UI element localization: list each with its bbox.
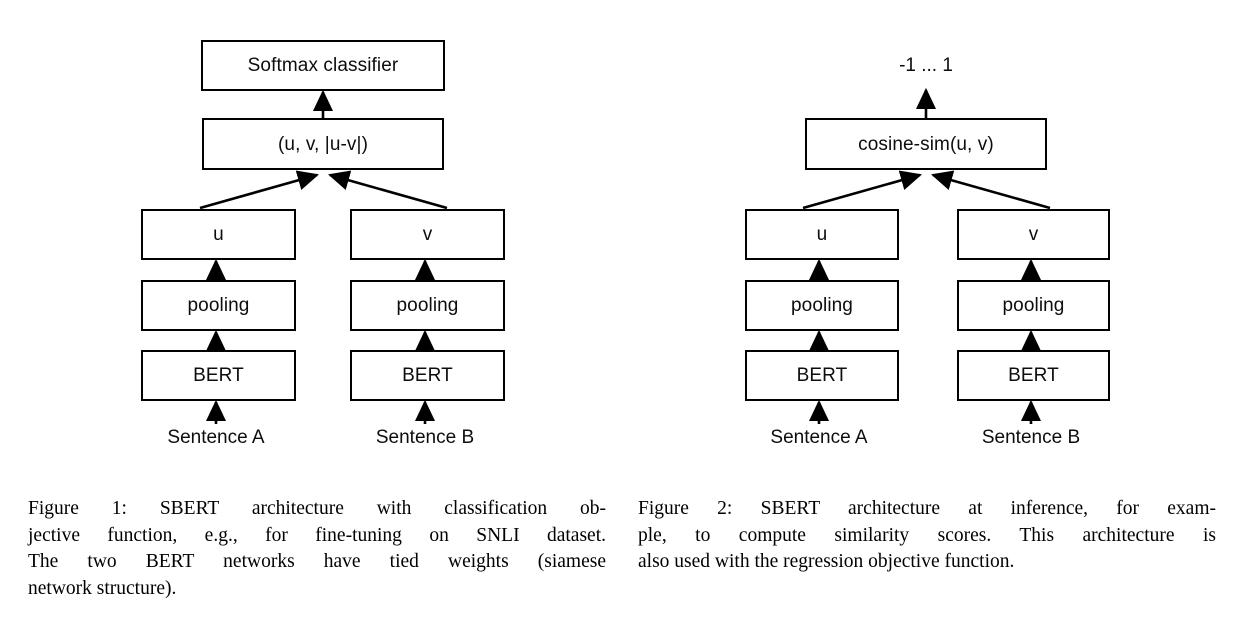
softmax-classifier-box: Softmax classifier	[201, 40, 445, 91]
cosine-sim-label: cosine-sim(u, v)	[858, 133, 994, 155]
pooling-left-box: pooling	[141, 280, 296, 331]
bert-right-label: BERT	[402, 365, 453, 386]
figure-2-caption-line-1: Figure 2: SBERT architecture at inferenc…	[638, 498, 1216, 519]
figure-1-caption: Figure 1: SBERT architecture with classi…	[28, 496, 606, 602]
embedding-v-box: v	[350, 209, 505, 260]
arrow-v-to-concat	[327, 170, 448, 210]
softmax-classifier-label: Softmax classifier	[247, 55, 399, 76]
pooling-left-label: pooling	[791, 295, 853, 316]
input-sentence-b-label: Sentence B	[981, 427, 1081, 448]
figure-2-panel: -1 ... 1 cosine-sim(u, v) u v pooling po…	[630, 0, 1220, 634]
bert-left-label: BERT	[796, 365, 848, 386]
pooling-right-label: pooling	[1002, 295, 1065, 316]
arrow-u-to-cosine	[802, 170, 923, 210]
embedding-v-label: v	[422, 224, 433, 245]
concat-features-box: (u, v, |u-v|)	[202, 118, 444, 170]
figure-1-caption-line-3: The two BERT networks have tied weights …	[28, 551, 606, 572]
pooling-left-label: pooling	[187, 295, 250, 316]
embedding-u-box: u	[745, 209, 899, 260]
embedding-u-box: u	[141, 209, 296, 260]
figure-2-caption-line-3: also used with the regression objective …	[638, 551, 1015, 572]
bert-right-box: BERT	[957, 350, 1110, 401]
input-sentence-a-label: Sentence A	[167, 427, 265, 448]
figure-1-caption-line-1: Figure 1: SBERT architecture with classi…	[28, 498, 606, 519]
figure-1-caption-line-4: network structure).	[28, 577, 177, 599]
pooling-right-label: pooling	[396, 295, 459, 316]
figure-1-panel: Softmax classifier (u, v, |u-v|) u v poo…	[20, 0, 610, 634]
pooling-right-box: pooling	[350, 280, 505, 331]
arrow-v-to-cosine	[930, 170, 1051, 210]
figure-1-diagram: Softmax classifier (u, v, |u-v|) u v poo…	[20, 0, 610, 480]
figure-2-caption: Figure 2: SBERT architecture at inferenc…	[638, 496, 1216, 576]
bert-left-box: BERT	[745, 350, 899, 401]
bert-left-box: BERT	[141, 350, 296, 401]
embedding-v-box: v	[957, 209, 1110, 260]
embedding-u-label: u	[816, 224, 828, 245]
cosine-sim-box: cosine-sim(u, v)	[805, 118, 1047, 170]
arrow-u-to-concat	[199, 170, 320, 210]
bert-right-box: BERT	[350, 350, 505, 401]
output-score-range-label: -1 ... 1	[899, 55, 953, 76]
figure-1-caption-line-2: jective function, e.g., for fine-tuning …	[28, 524, 606, 546]
bert-left-label: BERT	[193, 365, 244, 386]
pooling-left-box: pooling	[745, 280, 899, 331]
bert-right-label: BERT	[1008, 365, 1059, 386]
input-sentence-a-label: Sentence A	[770, 427, 868, 448]
embedding-u-label: u	[213, 224, 224, 245]
input-sentence-b-label: Sentence B	[375, 427, 475, 448]
concat-features-label: (u, v, |u-v|)	[278, 133, 368, 155]
figure-2-caption-line-2: ple, to compute similarity scores. This …	[638, 524, 1216, 546]
figure-2-diagram: -1 ... 1 cosine-sim(u, v) u v pooling po…	[630, 0, 1220, 480]
pooling-right-box: pooling	[957, 280, 1110, 331]
embedding-v-label: v	[1028, 224, 1039, 245]
